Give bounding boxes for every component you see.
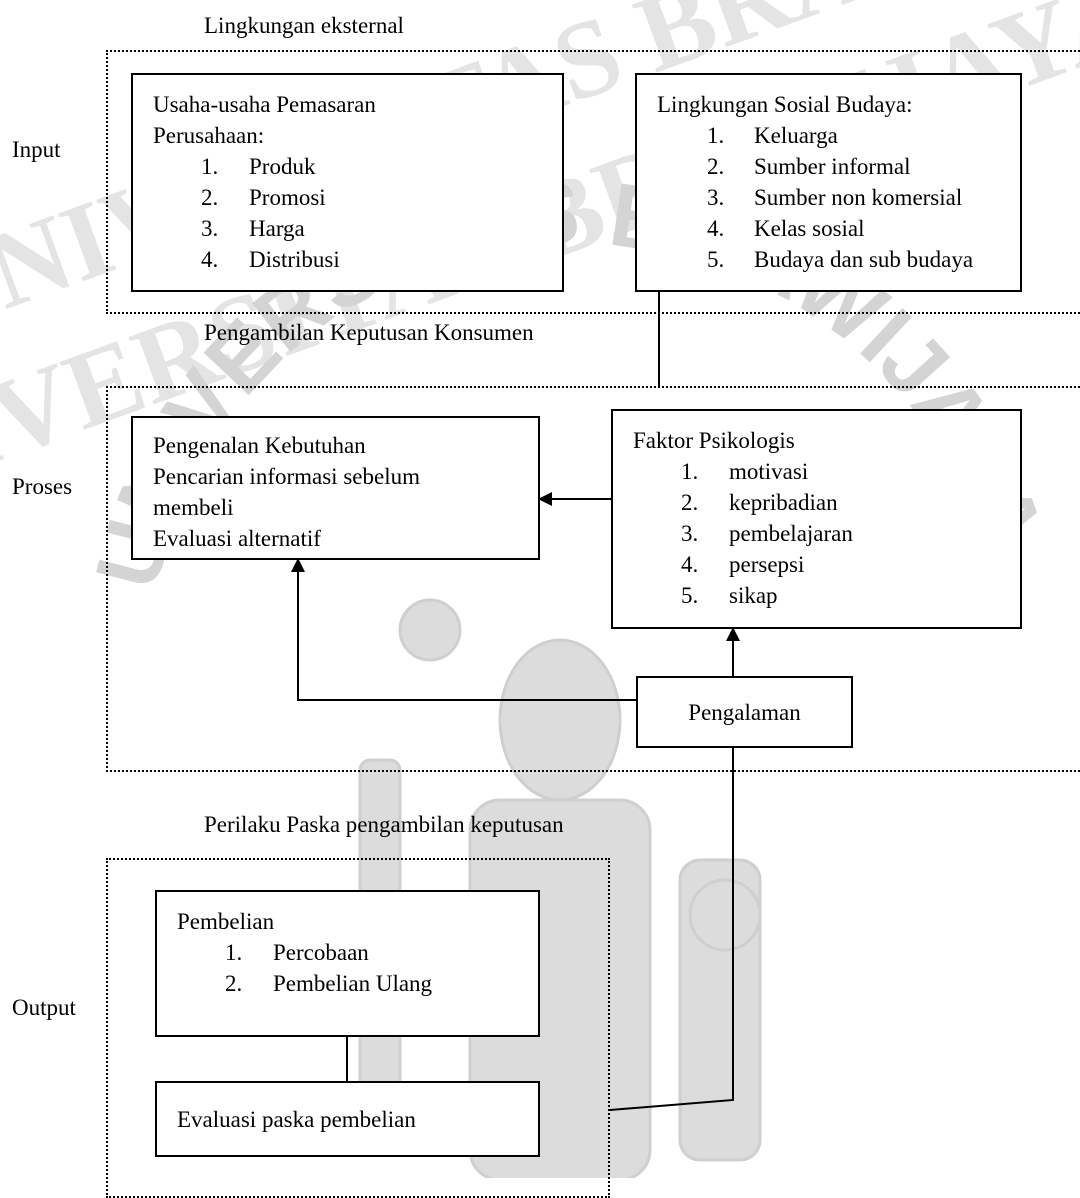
list-item: 2.Sumber informal xyxy=(707,154,911,179)
pembelian-title: Pembelian xyxy=(177,909,275,934)
kebutuhan-line4: Evaluasi alternatif xyxy=(153,526,321,551)
side-label-output: Output xyxy=(12,995,76,1020)
list-item: 3.Sumber non komersial xyxy=(707,185,963,210)
kebutuhan-line1: Pengenalan Kebutuhan xyxy=(153,433,366,458)
box-faktor-psikologis: Faktor Psikologis 1.motivasi 2.kepribadi… xyxy=(611,409,1022,629)
list-item: 5.Budaya dan sub budaya xyxy=(707,247,974,272)
list-item: 1.Produk xyxy=(201,154,316,179)
side-label-proses: Proses xyxy=(12,474,73,499)
list-item: 1.Percobaan xyxy=(225,940,369,965)
list-item: 2.kepribadian xyxy=(681,490,838,515)
list-item: 4.persepsi xyxy=(681,552,805,577)
list-item: 4.Distribusi xyxy=(201,247,340,272)
psikologis-title: Faktor Psikologis xyxy=(633,428,795,453)
section-label-keputusan: Pengambilan Keputusan Konsumen xyxy=(204,320,534,345)
section-label-paska: Perilaku Paska pengambilan keputusan xyxy=(204,812,564,837)
section-label-eksternal: Lingkungan eksternal xyxy=(204,13,404,38)
pembelian-list: 1.Percobaan 2.Pembelian Ulang xyxy=(177,937,538,999)
sosial-title: Lingkungan Sosial Budaya: xyxy=(657,92,913,117)
pemasaran-title-line2: Perusahaan: xyxy=(153,123,265,148)
arrow-pengalaman-to-kebutuhan xyxy=(291,558,636,701)
box-evaluasi-paska: Evaluasi paska pembelian xyxy=(155,1081,540,1157)
list-item: 2.Pembelian Ulang xyxy=(225,971,433,996)
list-item: 3.pembelajaran xyxy=(681,521,853,546)
evaluasi-label: Evaluasi paska pembelian xyxy=(177,1106,416,1132)
pemasaran-title-line1: Usaha-usaha Pemasaran xyxy=(153,92,376,117)
side-label-input: Input xyxy=(12,137,61,162)
sosial-list: 1.Keluarga 2.Sumber informal 3.Sumber no… xyxy=(657,120,1020,275)
group-input xyxy=(106,50,1080,314)
kebutuhan-line3: membeli xyxy=(153,495,234,520)
list-item: 1.motivasi xyxy=(681,459,809,484)
box-pemasaran: Usaha-usaha Pemasaran Perusahaan: 1.Prod… xyxy=(131,73,564,292)
list-item: 5.sikap xyxy=(681,583,778,608)
line-output-to-pengalaman xyxy=(609,748,734,1111)
list-item: 2.Promosi xyxy=(201,185,326,210)
list-item: 1.Keluarga xyxy=(707,123,838,148)
group-proses xyxy=(106,386,1080,772)
box-pengalaman: Pengalaman xyxy=(636,676,853,748)
kebutuhan-line2: Pencarian informasi sebelum xyxy=(153,464,420,489)
pengalaman-label: Pengalaman xyxy=(688,699,801,725)
list-item: 3.Harga xyxy=(201,216,305,241)
psikologis-list: 1.motivasi 2.kepribadian 3.pembelajaran … xyxy=(633,456,1020,611)
box-kebutuhan: Pengenalan Kebutuhan Pencarian informasi… xyxy=(131,416,540,560)
pemasaran-list: 1.Produk 2.Promosi 3.Harga 4.Distribusi xyxy=(153,151,562,275)
box-pembelian: Pembelian 1.Percobaan 2.Pembelian Ulang xyxy=(155,890,540,1037)
list-item: 4.Kelas sosial xyxy=(707,216,865,241)
box-sosial-budaya: Lingkungan Sosial Budaya: 1.Keluarga 2.S… xyxy=(635,73,1022,292)
